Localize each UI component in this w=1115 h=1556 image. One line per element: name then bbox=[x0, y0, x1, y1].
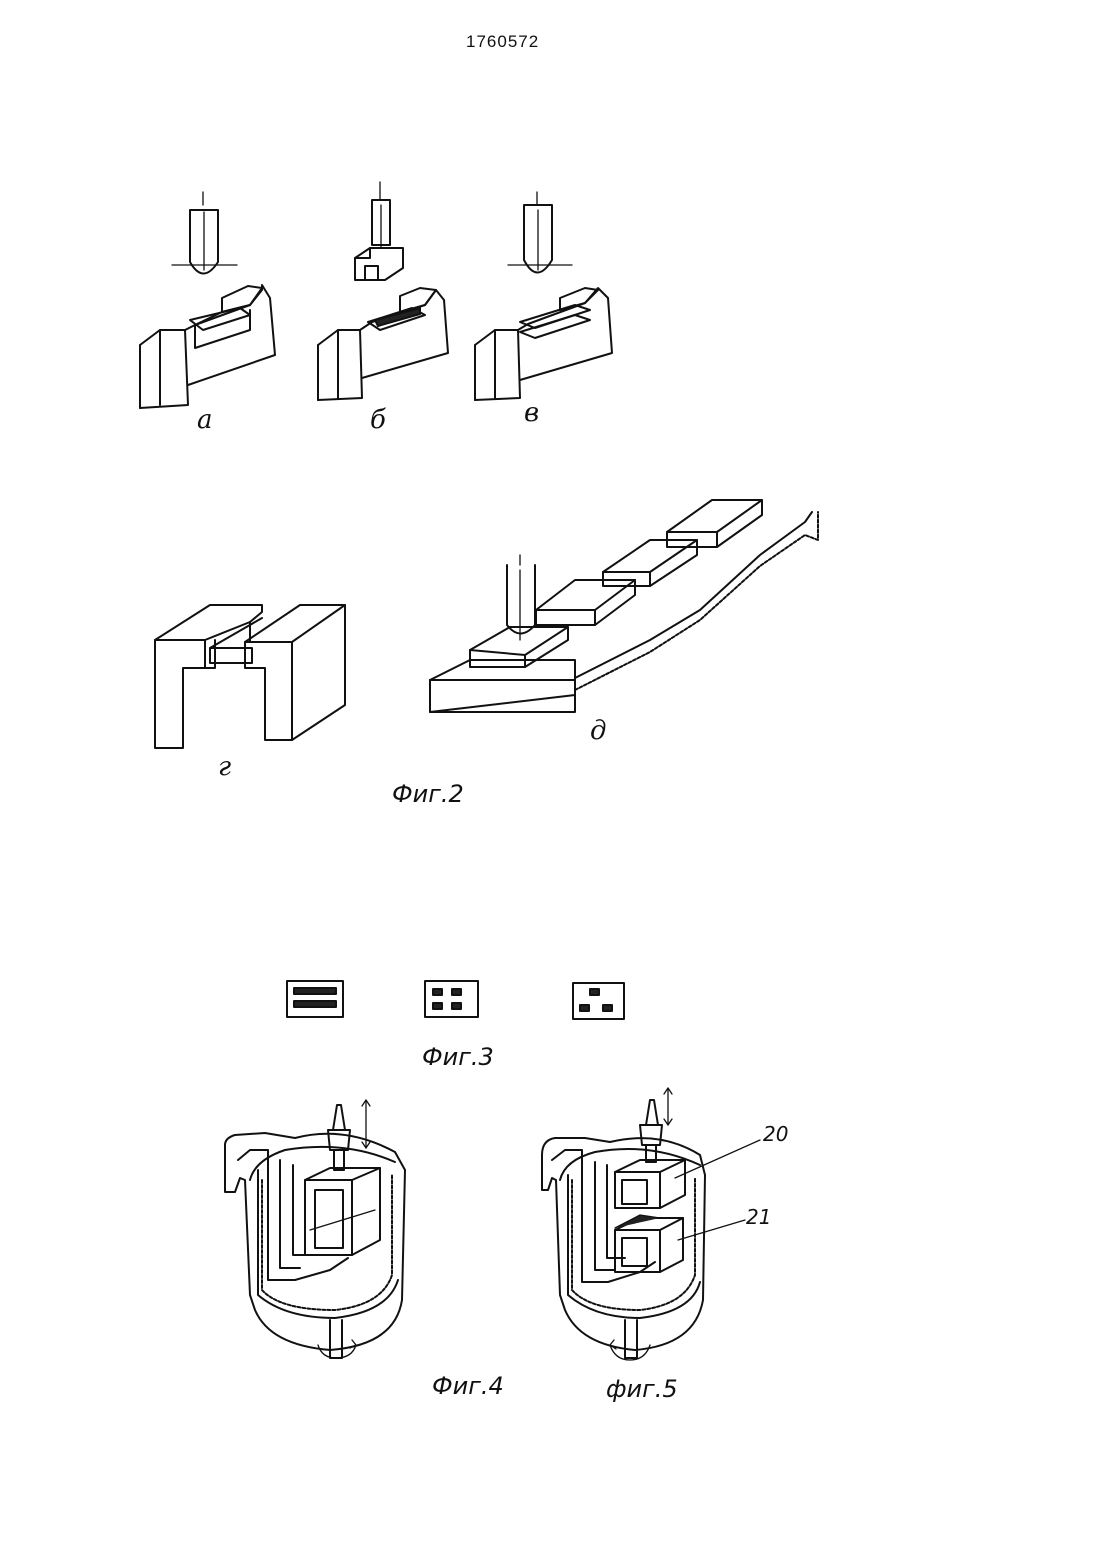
fig5-caption: фиг.5 bbox=[606, 1375, 678, 1403]
fig5-callout-20: 20 bbox=[763, 1122, 788, 1146]
fig2-g-drawing bbox=[155, 605, 345, 748]
fig2-v-drawing bbox=[475, 192, 612, 400]
fig2-label-g: г bbox=[218, 752, 231, 782]
fig2-a-drawing bbox=[140, 192, 275, 408]
fig3-caption: Фиг.3 bbox=[422, 1043, 494, 1071]
fig5-callout-21: 21 bbox=[746, 1205, 771, 1229]
fig2-b-drawing bbox=[318, 182, 448, 400]
fig3-drawing bbox=[287, 981, 624, 1019]
fig4-drawing bbox=[225, 1100, 405, 1358]
fig2-label-d: д bbox=[590, 716, 606, 746]
fig2-caption: Фиг.2 bbox=[392, 780, 464, 808]
fig4-caption: Фиг.4 bbox=[432, 1372, 504, 1400]
fig2-label-v: в bbox=[524, 398, 539, 428]
fig2-label-a: а bbox=[197, 405, 213, 435]
fig2-label-b: б bbox=[370, 405, 386, 435]
fig5-drawing bbox=[542, 1088, 760, 1360]
fig2-d-drawing bbox=[430, 500, 818, 712]
